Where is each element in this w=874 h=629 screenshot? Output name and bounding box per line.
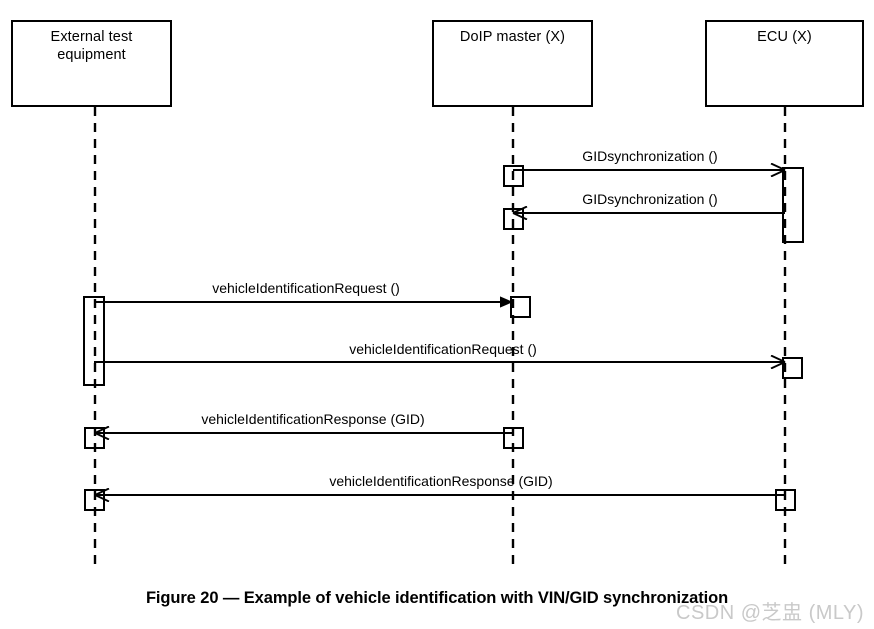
vehicle-identification-response-from-ecu-label: vehicleIdentificationResponse (GID) — [329, 473, 553, 489]
message-arrows — [94, 170, 785, 495]
lifeline-label-tester: External test equipment — [50, 29, 133, 63]
lifeline-label-doip_master: DoIP master (X) — [459, 29, 566, 45]
lifeline-header-tester: External test equipment — [11, 20, 172, 107]
vehicle-identification-request-to-master-label: vehicleIdentificationRequest () — [212, 280, 400, 296]
lifeline-label-ecu: ECU (X) — [757, 29, 812, 45]
lifeline-header-ecu: ECU (X) — [705, 20, 864, 107]
lifeline-dashed-lines — [93, 107, 787, 566]
lifeline-header-doip_master: DoIP master (X) — [432, 20, 593, 107]
figure-caption: Figure 20 — Example of vehicle identific… — [145, 589, 729, 607]
vehicle-identification-response-from-master-label: vehicleIdentificationResponse (GID) — [201, 411, 425, 427]
gid-sync-response-label: GIDsynchronization () — [582, 191, 718, 207]
act-ecu-gid — [782, 167, 804, 243]
vehicle-identification-request-to-ecu-label: vehicleIdentificationRequest () — [349, 341, 537, 357]
watermark: CSDN @芝盅 (MLY) — [676, 602, 865, 624]
gid-sync-request-label: GIDsynchronization () — [582, 148, 718, 164]
